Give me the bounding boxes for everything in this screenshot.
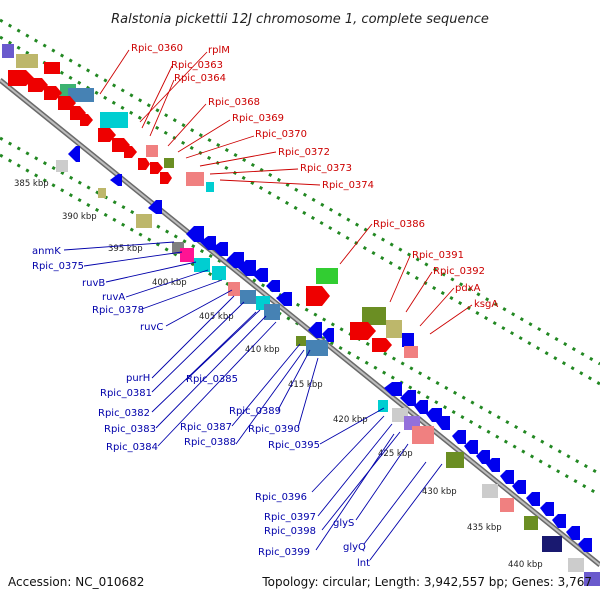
gene-label: Rpic_0397 [264, 512, 316, 523]
gene-label: Rpic_0384 [106, 442, 158, 453]
gene-label: lnt [357, 558, 370, 569]
gene-label: Rpic_0363 [171, 60, 223, 71]
gene-label: Rpic_0364 [174, 73, 226, 84]
kbp-tick: 390 kbp [62, 212, 97, 222]
forward-leaders [99, 49, 473, 335]
gene-label: Rpic_0375 [32, 261, 84, 272]
gene-label: glyS [333, 518, 354, 529]
kbp-tick: 395 kbp [108, 244, 143, 254]
kbp-tick: 430 kbp [422, 487, 457, 497]
gene-label: Rpic_0378 [92, 305, 144, 316]
gene-label: Rpic_0368 [208, 97, 260, 108]
gene-label: glyQ [343, 542, 366, 553]
gene-label: purH [126, 373, 150, 384]
reverse-labels: anmK Rpic_0375 ruvB ruvA Rpic_0378 ruvC … [32, 246, 370, 569]
gene-label: Rpic_0388 [184, 437, 236, 448]
gene-label: Rpic_0390 [248, 424, 300, 435]
gene-label: Rpic_0369 [232, 113, 284, 124]
gene-label: ruvC [140, 322, 163, 333]
gene-label: pdxA [455, 283, 481, 294]
forward-genes [2, 44, 414, 347]
kbp-tick: 385 kbp [14, 179, 49, 189]
kbp-tick: 440 kbp [508, 560, 543, 570]
gene-label: Rpic_0370 [255, 129, 307, 140]
gene-label: rplM [208, 45, 230, 56]
kbp-tick: 435 kbp [467, 523, 502, 533]
gene-label: ruvB [82, 278, 105, 289]
gene-label: Rpic_0398 [264, 526, 316, 537]
gene-label: Rpic_0373 [300, 163, 352, 174]
gene-label: Rpic_0395 [268, 440, 320, 451]
forward-arrows [8, 70, 418, 358]
gene-label: Rpic_0383 [104, 424, 156, 435]
gene-label: Rpic_0382 [98, 408, 150, 419]
kbp-tick: 420 kbp [333, 415, 368, 425]
gene-label: anmK [32, 246, 61, 257]
gene-label: Rpic_0396 [255, 492, 307, 503]
chromosome-backbone [0, 78, 600, 567]
reverse-genes [56, 160, 600, 586]
kbp-tick: 405 kbp [199, 312, 234, 322]
reverse-leaders [63, 241, 443, 561]
map-title: Ralstonia pickettii 12J chromosome 1, co… [111, 12, 489, 27]
summary-text: Topology: circular; Length: 3,942,557 bp… [261, 575, 592, 589]
gene-label: Rpic_0372 [278, 147, 330, 158]
gene-label: Rpic_0386 [373, 219, 425, 230]
gene-label: Rpic_0399 [258, 547, 310, 558]
kbp-tick: 410 kbp [245, 345, 280, 355]
forward-labels: Rpic_0360 rplM Rpic_0363 Rpic_0364 Rpic_… [131, 43, 498, 310]
kbp-tick: 415 kbp [288, 380, 323, 390]
gene-label: Rpic_0360 [131, 43, 183, 54]
gene-label: Rpic_0385 [186, 374, 238, 385]
reverse-arrows [68, 146, 592, 552]
gene-label: Rpic_0389 [229, 406, 281, 417]
gene-label: Rpic_0374 [322, 180, 374, 191]
gene-label: Rpic_0381 [100, 388, 152, 399]
gene-label: ruvA [102, 292, 125, 303]
gene-label: Rpic_0392 [433, 266, 485, 277]
accession-text: Accession: NC_010682 [8, 575, 144, 589]
kbp-tick: 425 kbp [378, 449, 413, 459]
gene-label: ksgA [474, 299, 498, 310]
gene-label: Rpic_0391 [412, 250, 464, 261]
gene-label: Rpic_0387 [180, 422, 232, 433]
